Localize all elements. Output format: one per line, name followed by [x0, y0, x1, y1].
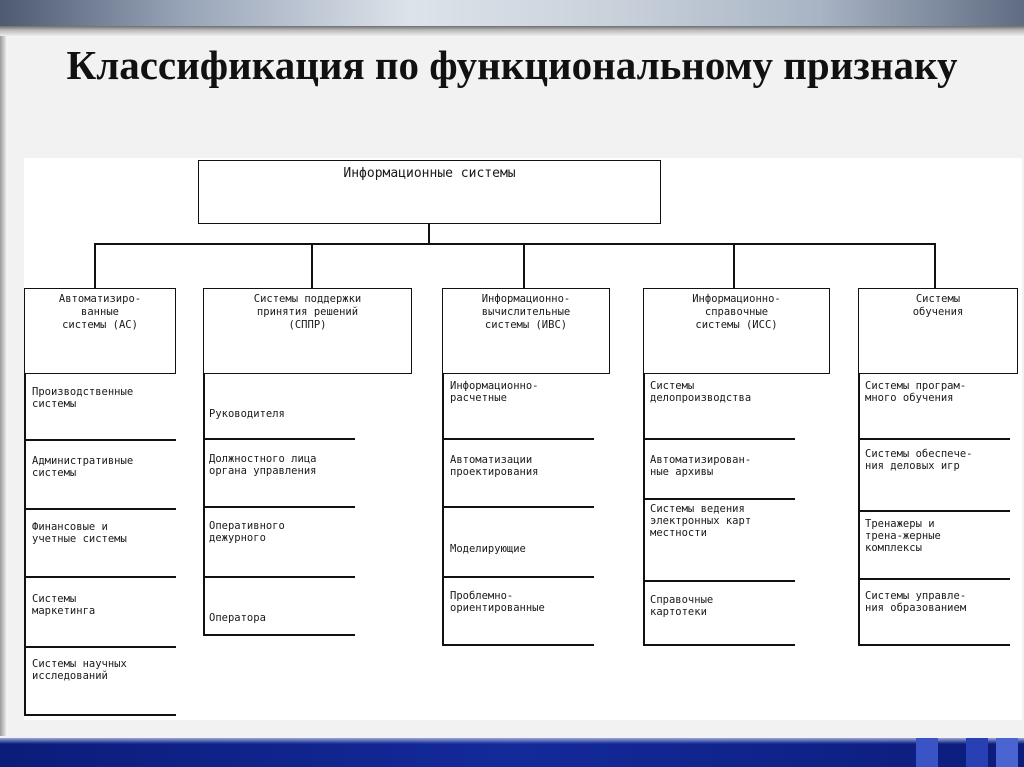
- category-label: Автоматизиро- ванные системы (АС): [59, 293, 141, 331]
- item-separator: [442, 506, 594, 508]
- decor-square: [966, 738, 988, 767]
- item-separator: [643, 438, 795, 440]
- category-box-training: Системы обучения: [858, 288, 1018, 374]
- category-label: Информационно- справочные системы (ИСС): [692, 293, 781, 331]
- list-item: Проблемно- ориентированные: [450, 590, 545, 614]
- list-item: Системы научных исследований: [32, 658, 127, 682]
- list-item: Системы маркетинга: [32, 593, 95, 617]
- list-item: Системы делопроизводства: [650, 380, 751, 404]
- category-box-iss: Информационно- справочные системы (ИСС): [643, 288, 830, 374]
- category-label: Информационно- вычислительные системы (И…: [482, 293, 571, 331]
- list-item: Информационно- расчетные: [450, 380, 539, 404]
- list-item: Должностного лица органа управления: [209, 453, 316, 477]
- item-separator: [643, 580, 795, 582]
- item-separator: [858, 438, 1010, 440]
- list-item: Системы обеспече- ния деловых игр: [865, 448, 972, 472]
- slide-frame-line: [0, 26, 1024, 36]
- slide-bottom-band: [0, 738, 1024, 767]
- root-stem: [428, 224, 430, 244]
- column-line: [442, 374, 444, 646]
- list-item: Административные системы: [32, 455, 133, 479]
- list-item: Автоматизации проектирования: [450, 454, 539, 478]
- slide-top-band: [0, 0, 1024, 26]
- column-line: [24, 374, 26, 716]
- item-separator: [24, 714, 176, 716]
- item-separator: [643, 644, 795, 646]
- list-item: Тренажеры и трена-жерные комплексы: [865, 518, 941, 554]
- item-separator: [442, 438, 594, 440]
- category-label: Системы обучения: [913, 293, 964, 318]
- item-separator: [442, 644, 594, 646]
- item-separator: [203, 576, 355, 578]
- item-separator: [203, 438, 355, 440]
- list-item: Руководителя: [209, 408, 285, 420]
- item-separator: [858, 644, 1010, 646]
- category-box-as: Автоматизиро- ванные системы (АС): [24, 288, 176, 374]
- branch-drop-4: [733, 243, 735, 288]
- column-line: [643, 374, 645, 646]
- item-separator: [24, 646, 176, 648]
- item-separator: [24, 508, 176, 510]
- decor-square: [996, 738, 1018, 767]
- item-separator: [643, 498, 795, 500]
- item-separator: [442, 576, 594, 578]
- list-item: Автоматизирован- ные архивы: [650, 454, 751, 478]
- column-line: [203, 374, 205, 636]
- category-box-ivs: Информационно- вычислительные системы (И…: [442, 288, 610, 374]
- list-item: Системы програм- много обучения: [865, 380, 966, 404]
- root-box: Информационные системы: [198, 160, 661, 224]
- list-item: Системы ведения электронных карт местнос…: [650, 503, 751, 539]
- branch-drop-1: [94, 243, 96, 288]
- branch-drop-5: [934, 243, 936, 288]
- item-separator: [203, 506, 355, 508]
- item-separator: [24, 439, 176, 441]
- decor-square: [916, 738, 938, 767]
- bottom-band-shine: [0, 738, 1024, 744]
- slide-title: Классификация по функциональному признак…: [40, 38, 984, 92]
- item-separator: [203, 634, 355, 636]
- list-item: Производственные системы: [32, 386, 133, 410]
- list-item: Системы управле- ния образованием: [865, 590, 966, 614]
- root-label: Информационные системы: [343, 166, 515, 181]
- classification-diagram: Информационные системы Автоматизиро- ван…: [24, 158, 1022, 720]
- branch-drop-3: [523, 243, 525, 288]
- branch-drop-2: [311, 243, 313, 288]
- list-item: Финансовые и учетные системы: [32, 521, 127, 545]
- item-separator: [24, 576, 176, 578]
- list-item: Моделирующие: [450, 543, 526, 555]
- list-item: Оператора: [209, 612, 266, 624]
- list-item: Справочные картотеки: [650, 594, 713, 618]
- category-box-sppr: Системы поддержки принятия решений (СППР…: [203, 288, 412, 374]
- category-label: Системы поддержки принятия решений (СППР…: [254, 293, 361, 331]
- slide-left-edge: [0, 36, 6, 736]
- list-item: Оперативного дежурного: [209, 520, 285, 544]
- item-separator: [858, 578, 1010, 580]
- branch-bar: [94, 243, 936, 245]
- item-separator: [858, 510, 1010, 512]
